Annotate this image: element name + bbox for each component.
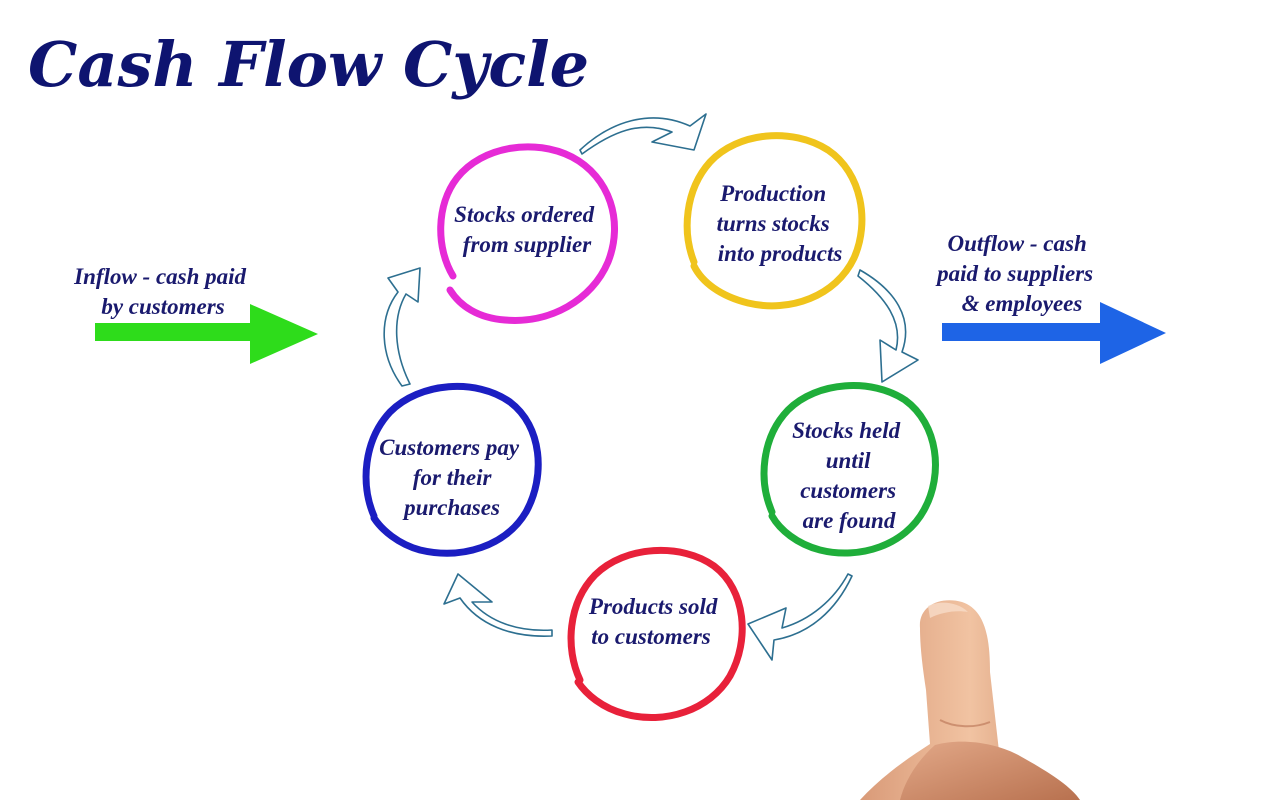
- node-stocks-held: Stocks held until customers are found: [760, 382, 939, 557]
- customers-pay-label: Customers pay for their purchases: [379, 435, 525, 520]
- production-ring: [683, 132, 866, 310]
- node-stocks-ordered: Stocks ordered from supplier: [437, 143, 618, 324]
- node-production: Production turns stocks into products: [683, 132, 866, 310]
- customers-pay-line-1: Customers pay: [379, 435, 520, 460]
- pointing-finger-icon: [860, 600, 1080, 800]
- outflow-line-1: Outflow - cash: [947, 231, 1086, 256]
- outflow-group: Outflow - cash paid to suppliers & emplo…: [935, 231, 1166, 364]
- production-line-1: Production: [719, 181, 826, 206]
- products-sold-line-2: to customers: [591, 624, 711, 649]
- production-line-2: turns stocks: [717, 211, 830, 236]
- production-line-3: into products: [718, 241, 843, 266]
- products-sold-ring: [567, 546, 746, 721]
- stocks-held-line-4: are found: [803, 508, 896, 533]
- stocks-ordered-line-1: Stocks ordered: [454, 202, 594, 227]
- outflow-line-2: paid to suppliers: [935, 261, 1093, 286]
- connector-arrow-right: [857, 269, 919, 383]
- outflow-label: Outflow - cash paid to suppliers & emplo…: [935, 231, 1099, 316]
- stocks-held-line-2: until: [826, 448, 871, 473]
- products-sold-label: Products sold to customers: [588, 594, 723, 649]
- page-title: Cash Flow Cycle: [28, 28, 589, 101]
- products-sold-line-1: Products sold: [588, 594, 718, 619]
- blue-arrow-right-icon: [942, 302, 1166, 364]
- customers-pay-ring: [362, 382, 542, 557]
- node-products-sold: Products sold to customers: [567, 546, 746, 721]
- stocks-ordered-line-2: from supplier: [463, 232, 592, 257]
- stocks-held-line-3: customers: [800, 478, 896, 503]
- customers-pay-line-3: purchases: [402, 495, 500, 520]
- connector-arrow-bottom-right: [747, 573, 853, 661]
- green-arrow-right-icon: [95, 304, 318, 364]
- node-customers-pay: Customers pay for their purchases: [362, 382, 542, 557]
- stocks-ordered-ring: [437, 143, 618, 324]
- production-label: Production turns stocks into products: [717, 181, 843, 266]
- inflow-label: Inflow - cash paid by customers: [73, 264, 252, 319]
- stocks-held-label: Stocks held until customers are found: [792, 418, 906, 533]
- connector-arrow-bottom-left: [443, 573, 553, 637]
- customers-pay-line-2: for their: [413, 465, 493, 490]
- inflow-line-2: by customers: [101, 294, 224, 319]
- stocks-held-line-1: Stocks held: [792, 418, 900, 443]
- inflow-line-1: Inflow - cash paid: [73, 264, 246, 289]
- connector-arrow-top: [579, 113, 707, 155]
- outflow-line-3: & employees: [962, 291, 1083, 316]
- connector-arrow-left: [383, 267, 421, 387]
- stocks-held-ring: [760, 382, 939, 557]
- stocks-ordered-label: Stocks ordered from supplier: [454, 202, 600, 257]
- inflow-group: Inflow - cash paid by customers: [73, 264, 318, 364]
